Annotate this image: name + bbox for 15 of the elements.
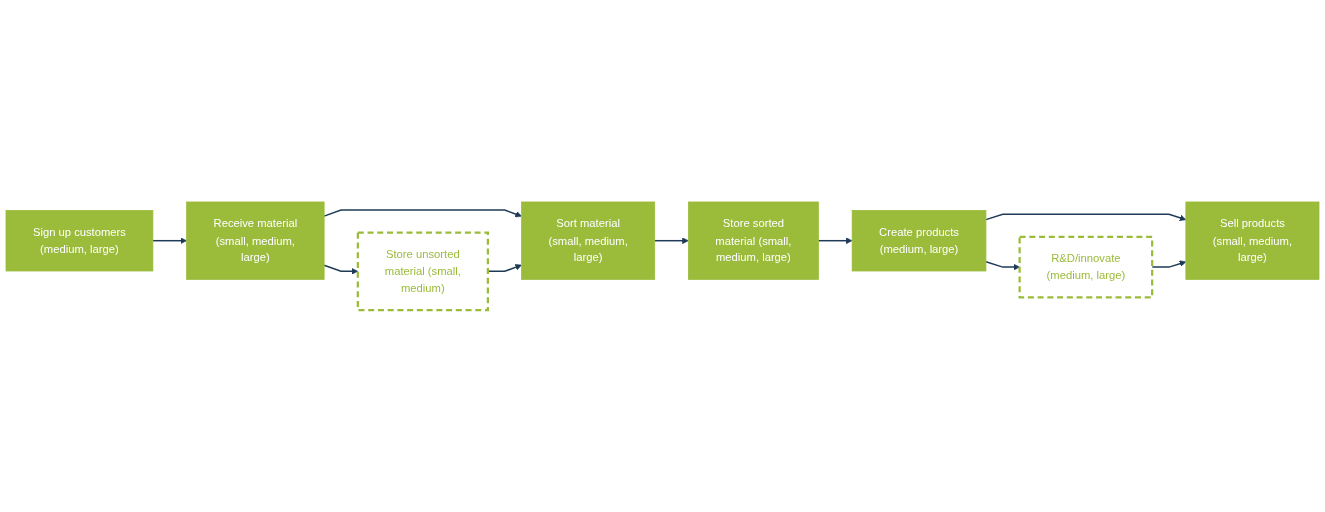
arrow (653, 237, 689, 244)
node-box: Create products (medium, large) (851, 210, 987, 272)
node-box: R&D/innovate (medium, large) (1018, 235, 1154, 299)
node-box: Sell products (small, medium, large) (1185, 201, 1320, 280)
arrow (323, 209, 522, 218)
arrow (152, 237, 187, 244)
arrow (817, 237, 853, 244)
node-box: Store sorted material (small, medium, large) (688, 201, 819, 280)
node-box: Sign up customers (medium, large) (5, 210, 154, 272)
arrow (487, 264, 522, 273)
node-box: Receive material (small, medium, large) (186, 201, 325, 280)
node-box: Sort material (small, medium, large) (521, 201, 656, 280)
node-box: Store unsorted material (small, medium) (356, 231, 489, 312)
arrow (985, 261, 1020, 271)
arrow (985, 213, 1187, 221)
